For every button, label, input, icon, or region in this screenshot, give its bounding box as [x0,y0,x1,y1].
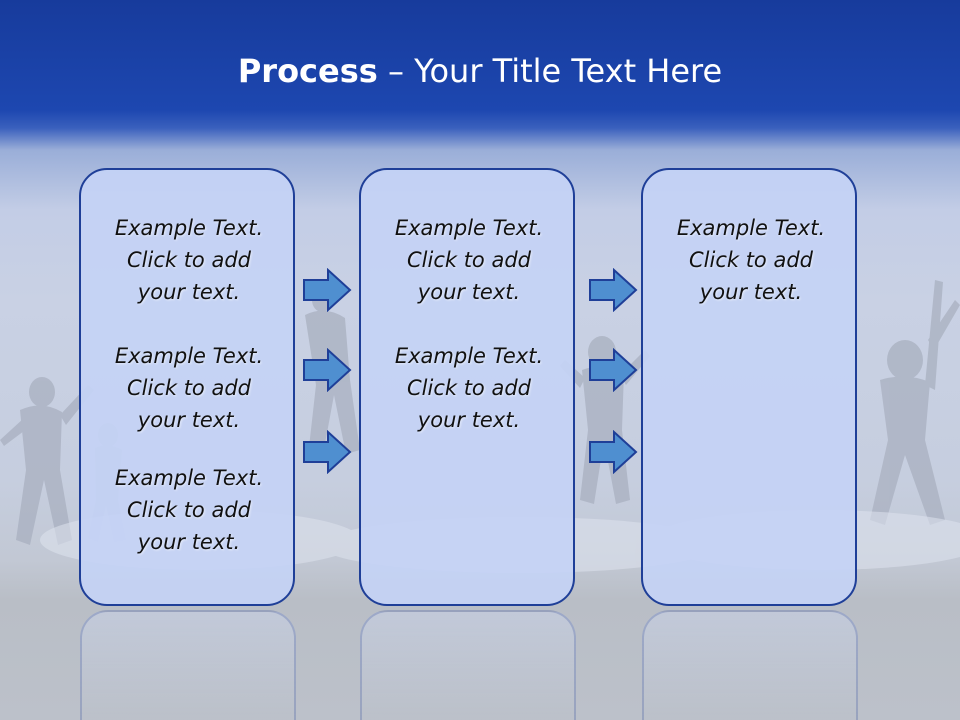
text-line: Click to add [126,248,251,272]
right-arrow-icon[interactable] [302,430,352,474]
text-block[interactable]: Example Text. Click to add your text. [81,340,297,436]
box-reflection [80,610,296,720]
process-box-1[interactable]: Example Text. Click to add your text. Ex… [79,168,295,606]
text-line: Example Text. [114,466,264,490]
text-line: Click to add [406,248,531,272]
text-line: Example Text. [394,216,544,240]
text-line: Click to add [406,376,531,400]
process-box-3[interactable]: Example Text. Click to add your text. [641,168,857,606]
title-bold: Process [237,52,378,90]
text-block[interactable]: Example Text. Click to add your text. [81,212,297,308]
text-line: Example Text. [114,216,264,240]
text-line: Click to add [126,498,251,522]
text-line: your text. [137,530,241,554]
text-line: your text. [137,280,241,304]
right-arrow-icon[interactable] [588,430,638,474]
text-line: Click to add [126,376,251,400]
box-reflection [360,610,576,720]
text-line: Example Text. [676,216,826,240]
right-arrow-icon[interactable] [302,348,352,392]
slide-title[interactable]: Process – Your Title Text Here [0,52,960,90]
title-rest: – Your Title Text Here [377,52,723,90]
right-arrow-icon[interactable] [588,348,638,392]
text-line: Click to add [688,248,813,272]
right-arrow-icon[interactable] [302,268,352,312]
process-box-2[interactable]: Example Text. Click to add your text. Ex… [359,168,575,606]
text-line: Example Text. [114,344,264,368]
text-line: Example Text. [394,344,544,368]
text-line: your text. [699,280,803,304]
text-block[interactable]: Example Text. Click to add your text. [361,340,577,436]
box-reflection [642,610,858,720]
text-block[interactable]: Example Text. Click to add your text. [361,212,577,308]
text-block[interactable]: Example Text. Click to add your text. [643,212,859,308]
text-line: your text. [417,408,521,432]
text-line: your text. [417,280,521,304]
text-block[interactable]: Example Text. Click to add your text. [81,462,297,558]
text-line: your text. [137,408,241,432]
right-arrow-icon[interactable] [588,268,638,312]
